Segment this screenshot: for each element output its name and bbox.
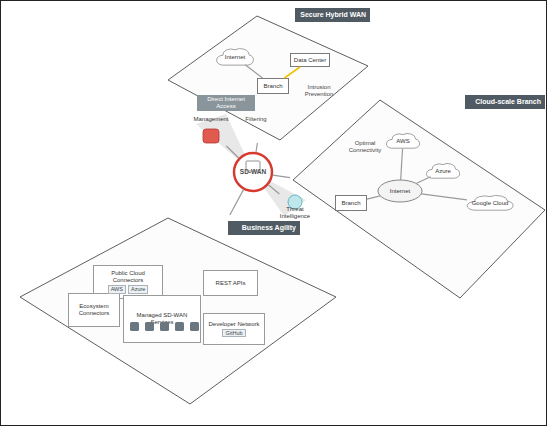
section-panel: Cloud-scale BranchInternet AWS AzureGoogle… <box>290 95 547 300</box>
core-circle: SD-WAN <box>233 152 273 192</box>
cloud-node: Google Cloud <box>465 195 515 211</box>
service-icon <box>160 322 169 331</box>
panel-outline <box>293 100 545 298</box>
site-box: Data Center <box>290 53 330 67</box>
section-panel: Secure Hybrid WAN Internet Data CenterBran… <box>165 8 370 143</box>
connector-line <box>416 177 430 184</box>
threat-node: Threat Intelligence <box>272 194 318 220</box>
appliance-icon <box>246 161 260 171</box>
connector-line <box>273 175 290 178</box>
service-icon <box>130 322 139 331</box>
panel-header: Business Agility <box>228 221 300 235</box>
connector-line <box>401 149 403 180</box>
section-panel: Business AgilityPublic Cloud ConnectorsA… <box>18 215 338 407</box>
panel-outline <box>20 218 336 404</box>
connector-line <box>284 67 300 78</box>
node-label: Branch <box>336 200 366 207</box>
node-label: Internet <box>378 188 422 195</box>
node-tag: GitHub <box>222 329 245 337</box>
connector-line <box>256 143 257 152</box>
node-label: Managed SD-WAN Services <box>125 312 199 326</box>
node-tag: AWS <box>108 285 126 293</box>
core-outline <box>234 153 272 191</box>
node-tag: Azure <box>128 285 148 293</box>
node-label: Developer Network <box>205 321 263 328</box>
connector-line <box>367 196 380 199</box>
service-box: Managed SD-WAN Services <box>123 295 201 343</box>
panel-header: Cloud-scale Branch <box>465 95 545 109</box>
connector-line <box>268 185 279 194</box>
hub-outline <box>378 180 422 202</box>
service-icon <box>175 322 184 331</box>
cloud-node: AWS <box>385 133 421 149</box>
node-label: Google Cloud <box>465 200 515 207</box>
panel-outline <box>168 16 368 140</box>
management-node: Management <box>188 116 234 146</box>
node-label: AWS <box>385 138 421 145</box>
hub-circle: Internet <box>378 180 422 202</box>
panel-header: Secure Hybrid WAN <box>295 8 370 22</box>
node-label: REST APIs <box>205 280 256 287</box>
service-box: REST APIs <box>203 270 258 296</box>
site-box: Branch <box>335 195 367 211</box>
connector-line <box>226 146 238 158</box>
connector-line <box>421 194 467 200</box>
service-icon <box>190 322 199 331</box>
site-box: Branch <box>257 78 289 94</box>
cloud-node: Internet <box>215 48 255 66</box>
node-label: Data Center <box>291 57 329 64</box>
panel-outline <box>165 8 370 143</box>
node-label: Ecosystem Connectors <box>70 303 118 317</box>
node-label: Azure <box>425 168 461 175</box>
management-icon <box>203 129 219 143</box>
service-icon <box>145 322 154 331</box>
node-label: Threat Intelligence <box>272 206 318 220</box>
service-box: Ecosystem Connectors <box>68 293 120 327</box>
node-label: SD-WAN <box>233 168 273 175</box>
connector-line <box>245 65 262 78</box>
service-box: Developer NetworkGitHub <box>203 313 265 345</box>
cloud-node: Azure <box>425 163 461 179</box>
node-label: Internet <box>215 54 255 61</box>
node-label: Branch <box>258 83 288 90</box>
node-label: Management <box>188 116 234 123</box>
connector-line <box>230 190 244 215</box>
node-label: Public Cloud Connectors <box>95 270 161 284</box>
